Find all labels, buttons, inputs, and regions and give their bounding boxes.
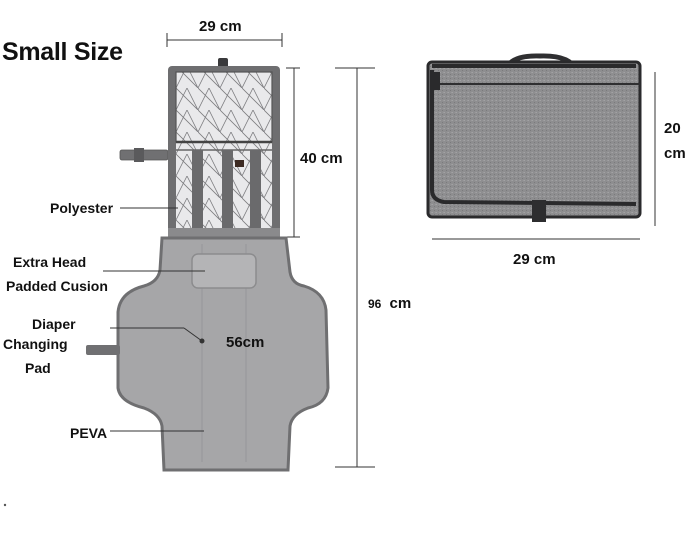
label-changing-pad-line2: Changing — [3, 336, 68, 352]
elastic-holder — [250, 150, 261, 228]
pull-tab — [86, 345, 120, 355]
center-width-label: 56cm — [226, 334, 265, 351]
label-changing-pad-line3: Pad — [25, 360, 51, 376]
closure-tab — [532, 200, 546, 222]
clutch-body — [426, 60, 642, 219]
label-head-cushion-line1: Extra Head — [13, 254, 87, 270]
total-length-value: 96 — [368, 297, 382, 311]
label-head-cushion-line2: Padded Cusion — [6, 278, 108, 294]
open-changing-mat — [86, 58, 330, 472]
elastic-holder — [222, 150, 233, 228]
folded-clutch — [426, 53, 642, 222]
dimension-line-total-length — [335, 67, 375, 468]
label-changing-pad-line1: Diaper — [32, 316, 76, 332]
zipper-pull-icon — [434, 72, 440, 90]
top-height-label: 40 cm — [300, 150, 343, 167]
folded-width-label: 29 cm — [513, 251, 556, 268]
label-polyester: Polyester — [50, 200, 114, 216]
marker-dot — [199, 338, 205, 344]
total-length-label: 96 cm — [368, 295, 411, 312]
dimension-line-top-width — [166, 33, 283, 47]
brand-tag — [235, 160, 244, 167]
elastic-holder — [192, 150, 203, 228]
total-length-unit: cm — [389, 295, 412, 312]
label-peva: PEVA — [70, 425, 108, 441]
peva-changing-pad — [116, 236, 330, 472]
strap-buckle-icon — [134, 148, 144, 162]
folded-height-value: 20 — [664, 120, 681, 137]
open-width-label: 29 cm — [199, 18, 242, 35]
stray-mark — [3, 503, 7, 507]
dimension-line-top-height — [286, 67, 300, 238]
folded-height-unit: cm — [664, 145, 686, 162]
top-handle-icon — [218, 58, 228, 68]
page-title: Small Size — [2, 38, 123, 66]
